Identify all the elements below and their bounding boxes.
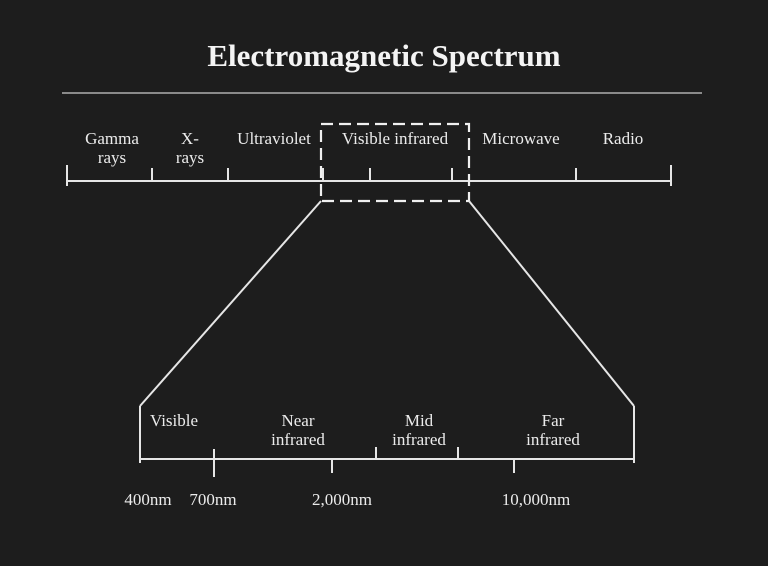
zoom-line-left [139, 200, 322, 407]
infrared-scale [139, 406, 635, 477]
band-microwave: Microwave [482, 129, 560, 148]
wavelength-700nm: 700nm [189, 490, 237, 509]
spectrum-scale [66, 165, 672, 186]
zoom-line-right [468, 200, 635, 407]
band-visible-infrared: Visible infrared [341, 129, 449, 148]
wavelength-400nm: 400nm [124, 490, 172, 509]
band-radio: Radio [602, 129, 644, 148]
highlight-box [319, 122, 471, 203]
wavelength-2000nm: 2,000nm [312, 490, 372, 509]
band-x-rays: X-rays [175, 129, 205, 167]
diagram-title: Electromagnetic Spectrum [207, 38, 561, 73]
zoom-band-visible: Visible [149, 411, 199, 430]
band-ultraviolet: Ultraviolet [237, 129, 311, 148]
wavelength-10000nm: 10,000nm [501, 490, 571, 509]
